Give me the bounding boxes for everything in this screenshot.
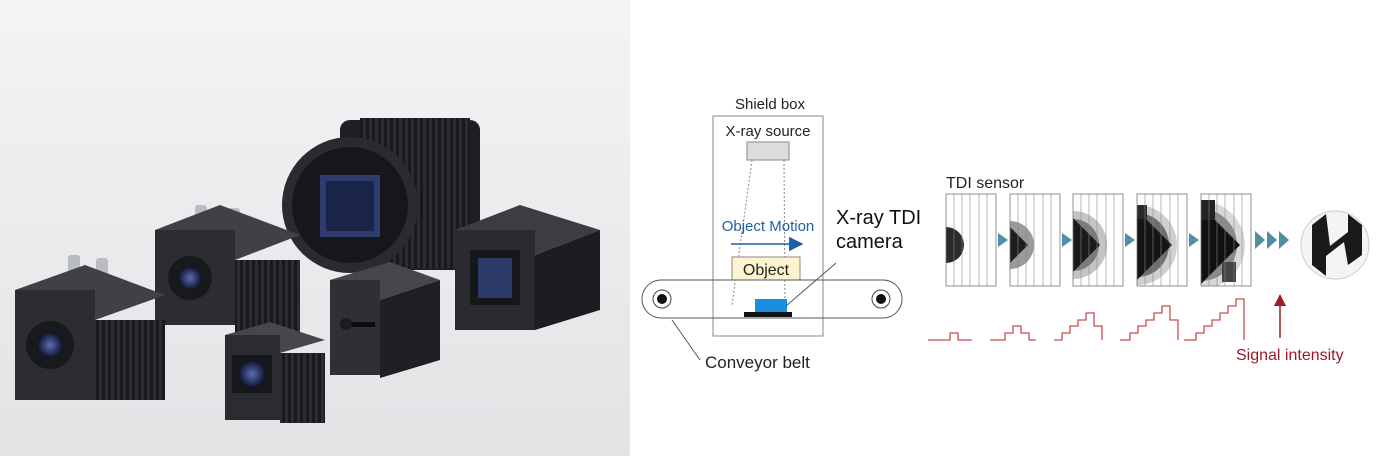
signal-step-5 xyxy=(1184,298,1245,341)
signal-step-2 xyxy=(990,325,1036,341)
object-label: Object xyxy=(743,262,790,279)
xray-source-box xyxy=(746,141,790,161)
tdi-stage-4 xyxy=(1136,193,1188,287)
object-motion-label: Object Motion xyxy=(722,218,815,235)
camera-label-line1: X-ray TDI xyxy=(836,207,921,229)
square-camera-right xyxy=(455,205,600,330)
signal-intensity-label: Signal intensity xyxy=(1236,347,1344,364)
signal-steps xyxy=(928,298,1245,341)
conveyor-belt-label: Conveyor belt xyxy=(705,353,810,372)
signal-step-3 xyxy=(1054,312,1103,341)
camera-lineup-photo xyxy=(0,0,630,456)
large-round-camera xyxy=(282,118,480,273)
tdi-sensor-label: TDI sensor xyxy=(946,175,1025,192)
tdi-camera-body xyxy=(755,299,787,312)
conveyor-belt xyxy=(641,279,903,319)
xray-source-label: X-ray source xyxy=(725,123,810,140)
xray-beam-right xyxy=(783,159,786,306)
reconstructed-image xyxy=(1300,210,1370,280)
output-arrows xyxy=(1255,231,1289,249)
stage-arrow-4 xyxy=(1189,233,1199,247)
stage-arrow-3 xyxy=(1125,233,1135,247)
conveyor-roller-left xyxy=(652,289,672,309)
cooled-camera-middle xyxy=(155,205,300,335)
shield-box xyxy=(712,115,824,337)
signal-step-1 xyxy=(928,332,972,341)
tdi-stage-1 xyxy=(945,193,997,287)
tdi-camera-base xyxy=(744,312,792,317)
conveyor-roller-right xyxy=(871,289,891,309)
tdi-stage-5 xyxy=(1200,193,1252,287)
stage-arrow-1 xyxy=(998,233,1008,247)
stage-arrow-2 xyxy=(1062,233,1072,247)
line-scan-camera xyxy=(330,262,440,378)
tdi-stage-3 xyxy=(1072,193,1124,287)
cooled-camera-left xyxy=(15,255,165,400)
tdi-stage-2 xyxy=(1009,193,1061,287)
conveyor-leader-line xyxy=(671,319,701,361)
xray-tdi-diagram: Shield box X-ray source Object Motion Ob… xyxy=(641,96,1370,372)
camera-label-line2: camera xyxy=(836,231,904,253)
camera-leader-line xyxy=(785,262,837,307)
xray-beam-left xyxy=(731,159,753,306)
shield-box-label: Shield box xyxy=(735,96,806,113)
signal-step-4 xyxy=(1120,305,1179,341)
cube-camera-front xyxy=(225,322,325,423)
